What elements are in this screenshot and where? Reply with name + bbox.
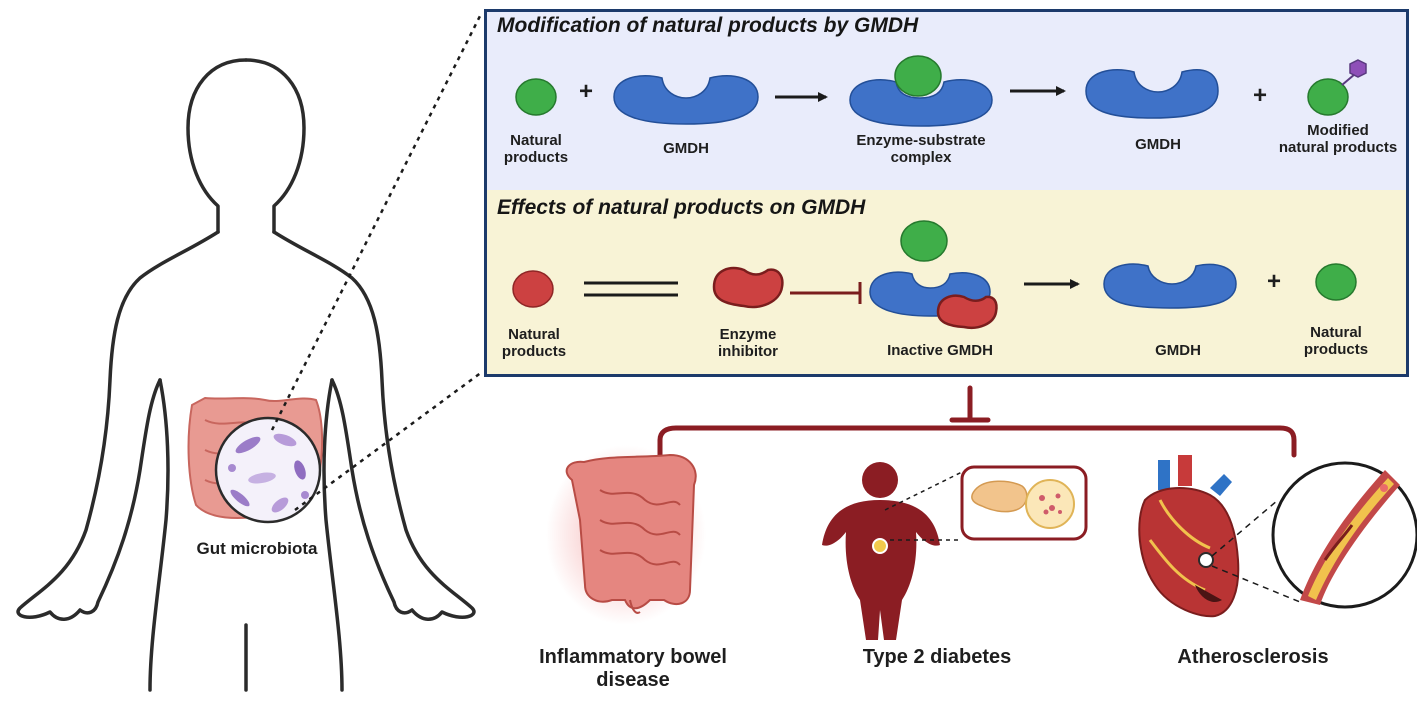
label-enzyme-substrate-complex: Enzyme-substrate complex xyxy=(856,132,986,167)
label-gmdh: GMDH xyxy=(1135,136,1181,153)
inhibition-bracket xyxy=(657,385,1297,458)
substrate-icon xyxy=(512,270,554,308)
substrate-icon xyxy=(894,55,942,97)
inhibitor-icon xyxy=(936,294,998,329)
label-inactive-gmdh: Inactive GMDH xyxy=(887,342,993,359)
substrate-icon xyxy=(515,78,557,116)
plus-operator: + xyxy=(1252,82,1267,109)
label-atherosclerosis: Atherosclerosis xyxy=(1177,646,1329,668)
modifier-icon xyxy=(1349,59,1367,78)
effects-title: Effects of natural products on GMDH xyxy=(497,196,866,219)
substrate-icon xyxy=(1315,263,1357,301)
plus-operator: + xyxy=(578,78,593,105)
enzyme-icon xyxy=(1085,69,1219,119)
intestine-icon xyxy=(546,445,706,625)
heart-icon xyxy=(1138,455,1240,618)
effects-row xyxy=(512,220,1357,329)
label-type-2-diabetes: Type 2 diabetes xyxy=(862,646,1012,668)
zoom-lines xyxy=(270,11,484,512)
pancreas-icon xyxy=(960,465,1088,541)
label-gmdh: GMDH xyxy=(1155,342,1201,359)
label-gut-microbiota: Gut microbiota xyxy=(196,539,318,558)
label-inflammatory-bowel-disease: Inflammatory bowel disease xyxy=(539,646,727,691)
obese-figure-icon xyxy=(822,462,940,640)
substrate-icon xyxy=(1307,78,1349,116)
microbiota-magnifier-icon xyxy=(214,416,322,524)
enzyme-icon xyxy=(1103,263,1237,309)
label-natural-products: Natural products xyxy=(501,326,567,361)
substrate-icon xyxy=(900,220,948,262)
label-gmdh: GMDH xyxy=(663,140,709,157)
label-enzyme-inhibitor: Enzyme inhibitor xyxy=(718,326,778,361)
modification-row xyxy=(515,55,1367,127)
label-natural-products: Natural products xyxy=(503,132,569,167)
human-outline-icon xyxy=(16,58,476,692)
label-modified-natural-products: Modified natural products xyxy=(1278,122,1398,157)
plus-operator: + xyxy=(1266,268,1281,295)
enzyme-icon xyxy=(613,75,759,125)
label-natural-products: Natural products xyxy=(1303,324,1369,359)
artery-plaque-icon xyxy=(1271,461,1417,609)
modification-title: Modification of natural products by GMDH xyxy=(497,14,919,37)
inhibitor-icon xyxy=(712,266,784,309)
